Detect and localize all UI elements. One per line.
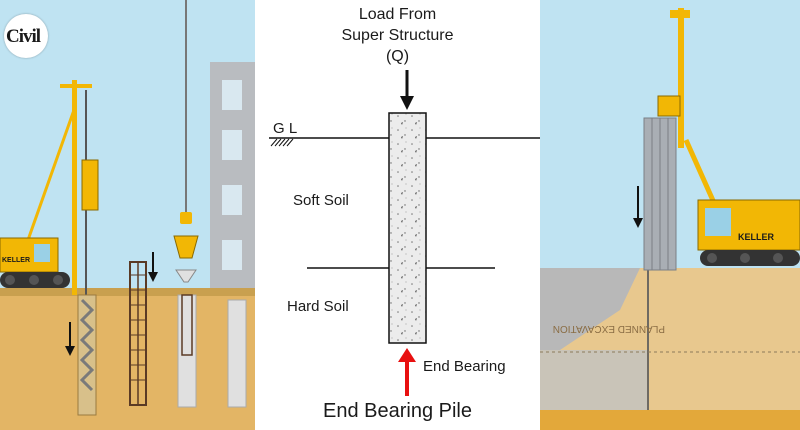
planned-excavation-label: PLANNED EXCAVATION bbox=[553, 323, 665, 334]
left-illustration-svg: KELLER bbox=[0, 0, 255, 430]
svg-text:KELLER: KELLER bbox=[2, 257, 30, 264]
pile-shaft bbox=[388, 112, 427, 344]
ground-level-label: G L bbox=[273, 120, 298, 137]
load-title-line: Load From bbox=[358, 6, 437, 23]
bored-pile-construction-illustration: KELLER Civ bbox=[0, 0, 255, 430]
soil bbox=[0, 295, 255, 430]
keller-brand: KELLER bbox=[738, 232, 775, 242]
load-title-line: Super Structure bbox=[341, 27, 454, 44]
vibro-rig: KELLER bbox=[657, 8, 800, 266]
right-illustration-svg: PLANNED EXCAVATION KELLER bbox=[540, 0, 800, 430]
ground-hatch-icon bbox=[270, 138, 294, 147]
sheet-pile-illustration: PLANNED EXCAVATION KELLER bbox=[540, 0, 800, 430]
soft-soil-label: Soft Soil bbox=[293, 192, 349, 209]
hook-block bbox=[180, 212, 192, 224]
civil-logo: Civil bbox=[4, 14, 48, 58]
concrete-pile bbox=[177, 294, 197, 408]
down-arrow-icon bbox=[148, 252, 158, 282]
tremie-hopper bbox=[175, 269, 197, 283]
auger bbox=[79, 298, 95, 392]
concrete-bucket bbox=[173, 235, 199, 259]
end-bearing-pile-diagram: Load From Super Structure (Q) G L Soft S… bbox=[255, 0, 540, 430]
pile-diagram-svg bbox=[269, 70, 540, 396]
finished-pile bbox=[227, 299, 247, 408]
hard-soil-label: Hard Soil bbox=[287, 298, 349, 315]
drilling-rig: KELLER bbox=[0, 80, 99, 300]
down-arrow-icon bbox=[65, 322, 75, 356]
down-arrow-icon bbox=[633, 186, 643, 228]
end-bearing-arrow-icon bbox=[398, 348, 416, 396]
load-from-super-structure-label: Load From Super Structure bbox=[255, 4, 540, 46]
load-symbol-label: (Q) bbox=[385, 48, 410, 65]
load-arrow-icon bbox=[400, 70, 414, 110]
end-bearing-label: End Bearing bbox=[423, 358, 506, 375]
sheet-piles bbox=[643, 117, 677, 271]
end-bearing-pile-title: End Bearing Pile bbox=[323, 400, 472, 422]
excavated-bank bbox=[540, 268, 640, 350]
